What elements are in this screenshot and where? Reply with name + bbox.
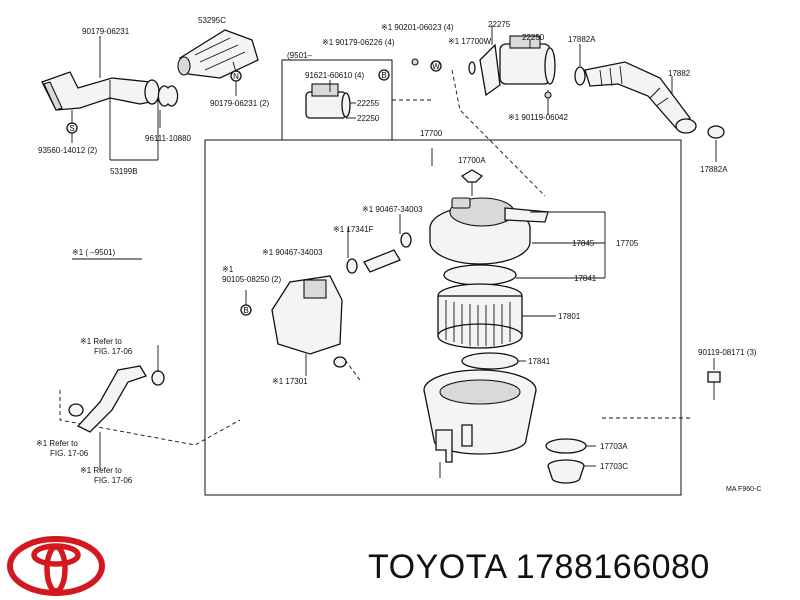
label-90179-06226: ※1 90179-06226 (4) — [322, 38, 395, 47]
gasket-ring-upper — [443, 264, 517, 286]
label-17700w: ※1 17700W — [448, 37, 492, 46]
cap-17703c-part — [547, 459, 585, 484]
label-90179-06231-a: 90179-06231 — [82, 27, 130, 36]
label-53199b: 53199B — [110, 167, 138, 176]
marker-w-text: W — [432, 62, 440, 71]
label-refer2-line1: ※1 Refer to — [36, 439, 78, 448]
small-hose-17341f-part — [346, 232, 412, 274]
label-17705: 17705 — [616, 239, 639, 248]
label-refer1-line1: ※1 Refer to — [80, 337, 122, 346]
label-17841-b: 17841 — [528, 357, 551, 366]
label-17882: 17882 — [668, 69, 691, 78]
marker-b-icon-top — [378, 69, 390, 81]
label-90201-06023: ※1 90201-06023 (4) — [381, 23, 454, 32]
part-number: 1788166080 — [515, 548, 710, 586]
label-93560-14012: 93560-14012 (2) — [38, 146, 97, 155]
label-17882a-bottom: 17882A — [700, 165, 728, 174]
label-90467-34003-a: ※1 90467-34003 — [362, 205, 423, 214]
air-cleaner-case-part — [423, 369, 537, 463]
marker-w-icon — [430, 60, 442, 72]
label-ma-f960-c: MA F960-C — [726, 486, 761, 493]
label-17700: 17700 — [420, 129, 443, 138]
screw-icon — [544, 91, 552, 99]
filter-element-part — [437, 283, 523, 349]
label-22250-top: 22250 — [522, 33, 545, 42]
gasket-ring-lower — [461, 352, 519, 370]
label-22255: 22255 — [357, 99, 380, 108]
air-cleaner-cap-part — [429, 197, 549, 265]
label-refer2-line2: FIG. 17-06 — [50, 449, 89, 458]
label-refer3-line2: FIG. 17-06 — [94, 476, 133, 485]
label-90179-06231-b: 90179-06231 (2) — [210, 99, 269, 108]
brand-name: TOYOTA — [368, 548, 506, 586]
bolt-icon — [411, 58, 419, 66]
label-refer3-line1: ※1 Refer to — [80, 466, 122, 475]
label-17301: ※1 17301 — [272, 377, 308, 386]
label-17845: 17845 — [572, 239, 595, 248]
air-flow-meter-inset — [305, 83, 351, 119]
resonator-tank-part — [271, 275, 347, 368]
label-22275: 22275 — [488, 20, 511, 29]
label-17882a-top: 17882A — [568, 35, 596, 44]
label-53295c: 53295C — [198, 16, 226, 25]
label-17700a: 17700A — [458, 156, 486, 165]
intake-duct-part — [41, 71, 179, 111]
label-91621-60610: 91621-60610 (4) — [305, 71, 364, 80]
label-note-9501: ※1 ( –9501) — [72, 248, 116, 257]
seal-17703a-part — [545, 438, 587, 454]
label-9501: (9501– — [287, 51, 312, 60]
air-hose-part — [574, 61, 725, 139]
marker-b-text-top: B — [381, 71, 386, 80]
label-17703c: 17703C — [600, 462, 628, 471]
label-90119-06042: ※1 90119-06042 — [508, 113, 568, 122]
air-flow-meter-part — [479, 35, 556, 97]
label-17703a: 17703A — [600, 442, 628, 451]
marker-n-text: N — [233, 72, 239, 81]
marker-s-text: S — [69, 124, 74, 133]
water-hose-part — [68, 365, 165, 433]
label-96111-10880: 96111-10880 — [145, 134, 192, 143]
label-17341f: ※1 17341F — [333, 225, 374, 234]
brand-caption: TOYOTA 1788166080 — [368, 548, 710, 587]
label-17841-a: 17841 — [574, 274, 597, 283]
label-17801: 17801 — [558, 312, 581, 321]
label-90105-mark: ※1 — [222, 265, 234, 274]
label-refer1-line2: FIG. 17-06 — [94, 347, 133, 356]
assembly-frame — [204, 139, 682, 496]
resonator-part — [177, 29, 259, 79]
label-90105-08250: 90105-08250 (2) — [222, 275, 281, 284]
bolt-90119-part — [707, 371, 721, 400]
gasket-icon — [468, 61, 476, 75]
label-22250-inset: 22250 — [357, 114, 380, 123]
wing-nut-part — [460, 169, 484, 196]
label-90119-08171: 90119-08171 (3) — [698, 348, 757, 357]
toyota-logo-icon — [7, 536, 105, 596]
label-90467-34003-b: ※1 90467-34003 — [262, 248, 323, 257]
marker-b-text-left: B — [243, 306, 248, 315]
